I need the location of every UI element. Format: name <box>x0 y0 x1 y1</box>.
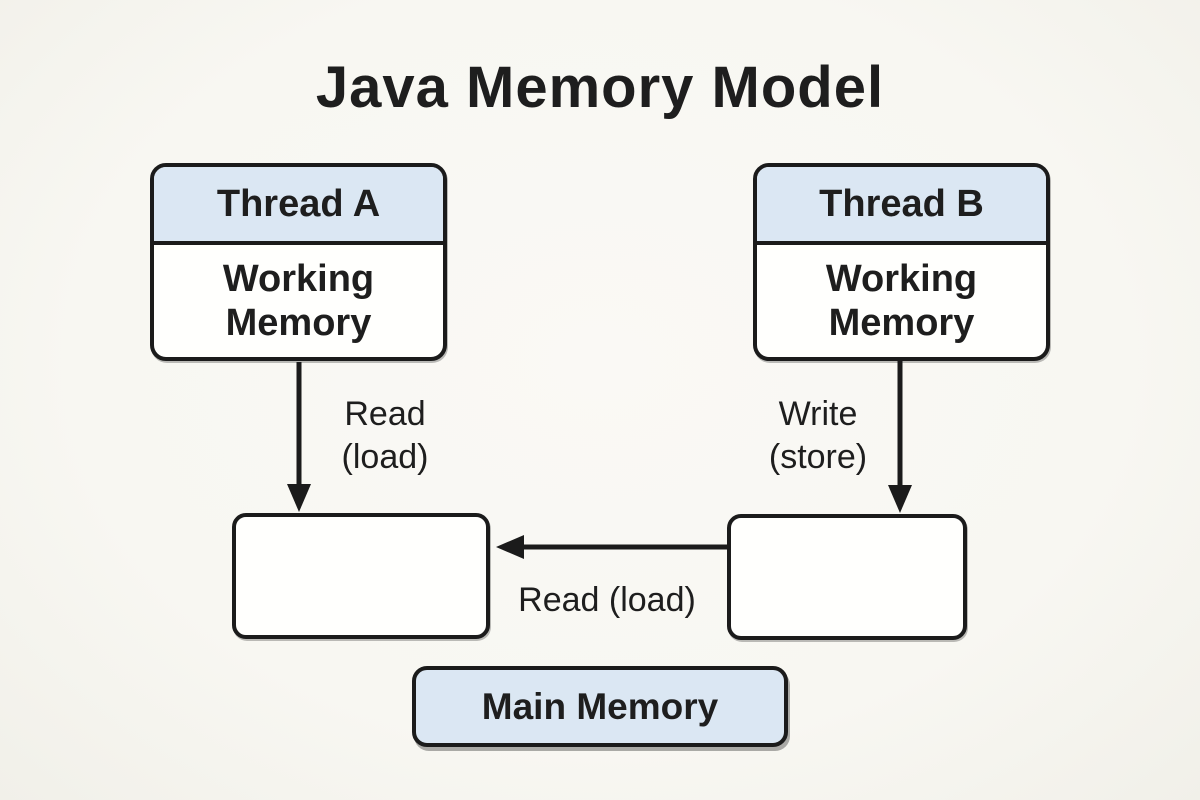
thread-a-working-memory-label: Working Memory <box>222 258 375 344</box>
edge-label-read-load: Read (load) <box>341 395 429 476</box>
diagram-title: Java Memory Model <box>315 55 885 120</box>
memory-box-left <box>232 513 490 639</box>
thread-a-box: Thread A Working Memory <box>150 163 447 361</box>
edge-label-read-load-horizontal: Read (load) <box>518 581 696 619</box>
thread-b-header: Thread B <box>757 167 1046 245</box>
main-memory-label: Main Memory <box>481 685 719 727</box>
thread-a-header: Thread A <box>154 167 443 245</box>
arrow-right-box-to-left-box <box>496 535 727 559</box>
memory-box-right <box>727 514 967 640</box>
main-memory-box: Main Memory <box>412 666 788 747</box>
edge-label-write-store: Write (store) <box>768 395 868 476</box>
thread-b-working-memory-label: Working Memory <box>825 258 978 344</box>
thread-b-box: Thread B Working Memory <box>753 163 1050 361</box>
